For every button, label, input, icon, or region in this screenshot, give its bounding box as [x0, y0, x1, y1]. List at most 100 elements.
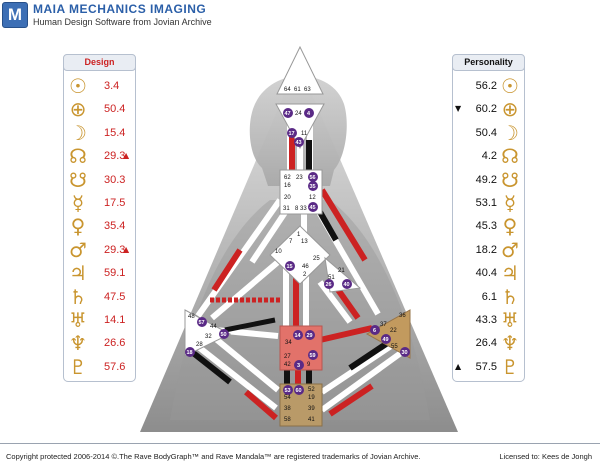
- svg-text:10: 10: [275, 249, 282, 255]
- gate-line-value: 35.4: [104, 220, 126, 233]
- gate-line-value: 26.4: [475, 337, 497, 350]
- svg-text:16: 16: [284, 183, 291, 189]
- design-row-saturn: ♄47.5: [64, 286, 135, 308]
- svg-text:52: 52: [308, 387, 315, 393]
- personality-row-sun: ☉56.2: [453, 75, 524, 97]
- gate-line-value: 59.1: [104, 267, 126, 280]
- svg-text:22: 22: [390, 328, 397, 334]
- svg-text:43: 43: [296, 140, 302, 146]
- personality-row-south-node: ☋ 49.2: [453, 169, 524, 191]
- saturn-icon: ♄: [501, 284, 519, 309]
- venus-icon: ♀: [502, 214, 518, 239]
- personality-row-earth: ⊕60.2▼: [453, 98, 524, 120]
- svg-text:23: 23: [296, 175, 303, 181]
- personality-panel-title: Personality: [452, 54, 525, 71]
- gate-line-value: 29.3: [104, 243, 126, 256]
- south-node-icon: ☋: [69, 167, 87, 192]
- svg-text:60: 60: [296, 388, 302, 394]
- copyright-text: Copyright protected 2006-2014 ©.The Rave…: [6, 452, 421, 461]
- svg-text:13: 13: [301, 239, 308, 245]
- svg-text:8: 8: [295, 206, 299, 212]
- neptune-icon: ♆: [501, 331, 519, 356]
- svg-text:26: 26: [326, 282, 332, 288]
- svg-text:57: 57: [199, 320, 205, 326]
- gate-line-value: 6.1: [481, 290, 497, 303]
- svg-text:47: 47: [285, 111, 291, 117]
- design-row-uranus: ♅ 14.1: [64, 309, 135, 331]
- gate-line-value: 3.4: [104, 80, 120, 92]
- svg-text:28: 28: [196, 342, 203, 348]
- exaltation-mark: ▼: [455, 104, 462, 114]
- svg-text:39: 39: [308, 406, 315, 412]
- svg-text:25: 25: [313, 256, 320, 262]
- solar-plexus-center: [365, 309, 411, 359]
- south-node-icon: ☋: [501, 167, 519, 192]
- svg-text:55: 55: [391, 344, 398, 350]
- svg-text:35: 35: [310, 184, 316, 190]
- svg-text:1: 1: [297, 232, 301, 238]
- gate-line-value: 50.4: [104, 103, 126, 116]
- saturn-icon: ♄: [69, 284, 87, 309]
- design-panel-title: Design: [63, 54, 136, 71]
- gate-line-value: 4.2: [481, 150, 497, 163]
- personality-row-venus: ♀ 45.3: [453, 215, 524, 237]
- personality-row-uranus: ♅ 43.3: [453, 309, 524, 331]
- gate-line-value: 50.4: [475, 126, 497, 139]
- personality-row-jupiter: ♃40.4: [453, 262, 524, 284]
- svg-text:33: 33: [300, 206, 307, 212]
- gate-line-value: 45.3: [475, 220, 497, 233]
- moon-icon: ☽: [69, 120, 87, 145]
- gate-line-value: 30.3: [104, 173, 126, 186]
- personality-row-moon: ☽50.4: [453, 122, 524, 144]
- svg-text:27: 27: [284, 354, 291, 360]
- svg-text:17: 17: [289, 131, 295, 137]
- gate-line-value: 43.3: [475, 314, 497, 326]
- svg-text:38: 38: [284, 406, 291, 412]
- svg-text:50: 50: [221, 332, 227, 338]
- svg-text:15: 15: [287, 264, 293, 270]
- design-panel: Design ☉3.4⊕50.4☽15.4☊29.3▲☋30.3☿17.5♀35…: [63, 54, 136, 382]
- design-row-earth: ⊕ 50.4: [64, 98, 135, 120]
- svg-text:64: 64: [284, 87, 291, 93]
- svg-text:20: 20: [284, 195, 291, 201]
- gate-line-value: 49.2: [475, 173, 497, 186]
- svg-text:31: 31: [283, 206, 290, 212]
- personality-row-north-node: ☊4.2: [453, 145, 524, 167]
- svg-text:24: 24: [295, 111, 302, 117]
- exaltation-mark: ▲: [123, 244, 130, 254]
- license-text: Licensed to: Kees de Jongh: [499, 452, 592, 461]
- svg-text:4: 4: [307, 111, 311, 117]
- svg-text:48: 48: [188, 314, 195, 320]
- personality-panel: Personality ☉56.2⊕60.2▼☽50.4☊4.2☋ 49.2 ☿53…: [452, 54, 525, 382]
- personality-row-mercury: ☿53.1: [453, 192, 524, 214]
- sun-icon: ☉: [69, 74, 87, 98]
- gate-line-value: 14.1: [104, 314, 126, 326]
- jupiter-icon: ♃: [501, 261, 519, 286]
- uranus-icon: ♅: [501, 308, 519, 332]
- gate-line-value: 57.5: [475, 360, 497, 373]
- personality-row-neptune: ♆ 26.4: [453, 332, 524, 354]
- head-center: [276, 45, 324, 95]
- earth-icon: ⊕: [69, 97, 87, 122]
- g-center: [269, 225, 331, 285]
- gate-line-value: 26.6: [104, 337, 126, 350]
- svg-text:44: 44: [210, 324, 217, 330]
- svg-text:41: 41: [308, 417, 315, 423]
- svg-text:36: 36: [399, 313, 406, 319]
- gate-line-value: 53.1: [475, 197, 497, 209]
- uranus-icon: ♅: [69, 308, 87, 332]
- mars-icon: ♂: [69, 237, 87, 262]
- gate-line-value: 56.2: [475, 80, 497, 92]
- app-subtitle: Human Design Software from Jovian Archiv…: [33, 17, 212, 27]
- exaltation-mark: ▲: [123, 151, 130, 161]
- gate-line-value: 15.4: [104, 126, 126, 139]
- svg-text:54: 54: [284, 395, 291, 401]
- design-row-neptune: ♆26.6: [64, 332, 135, 354]
- design-row-moon: ☽ 15.4: [64, 122, 135, 144]
- personality-row-saturn: ♄ 6.1: [453, 286, 524, 308]
- venus-icon: ♀: [70, 214, 86, 239]
- svg-text:61: 61: [294, 87, 301, 93]
- gate-line-value: 29.3: [104, 150, 126, 163]
